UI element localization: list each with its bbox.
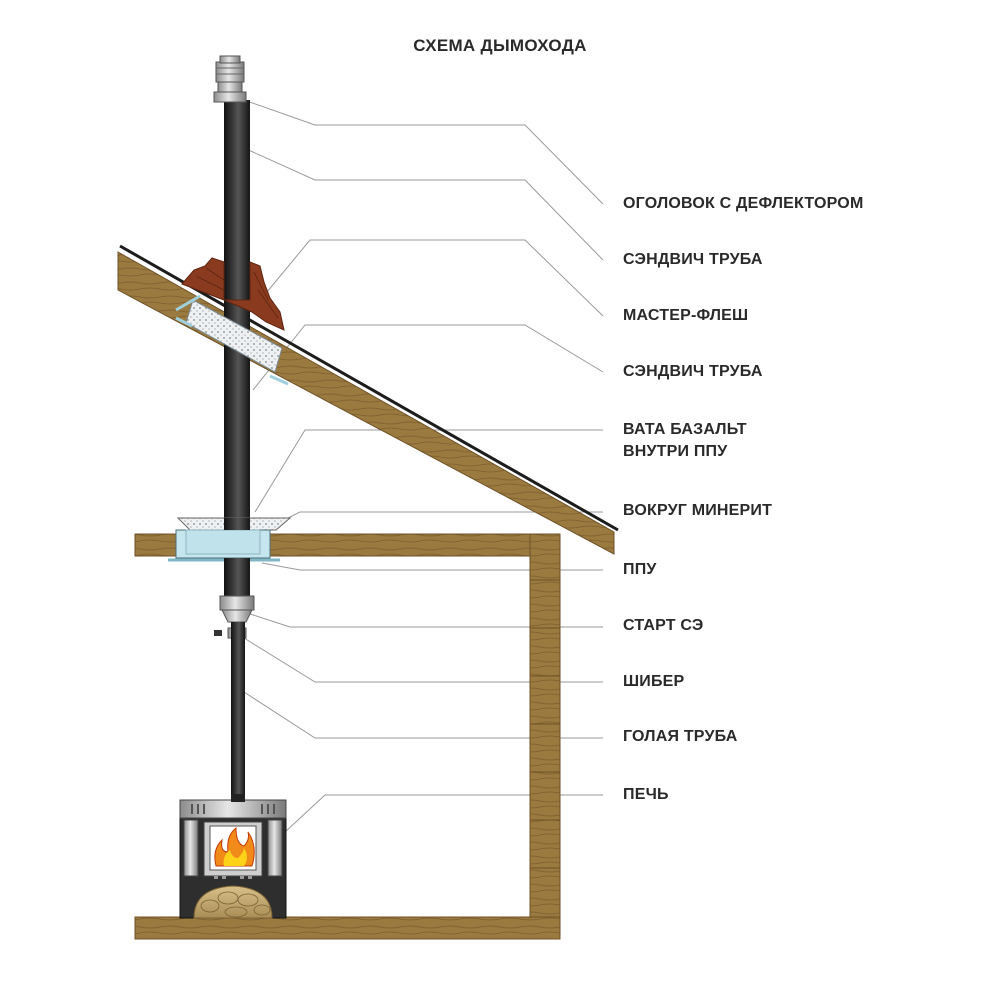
label-minerit: ВОКРУГ МИНЕРИТ <box>623 502 773 519</box>
label-ppu: ППУ <box>623 561 657 578</box>
label-master-flash: МАСТЕР-ФЛЕШ <box>623 307 749 324</box>
sandwich-pipe-upper <box>224 100 250 530</box>
roof-rafter <box>117 244 619 555</box>
label-stove: ПЕЧЬ <box>623 786 669 803</box>
label-bare-pipe: ГОЛАЯ ТРУБА <box>623 728 738 745</box>
label-sandwich-pipe-mid: СЭНДВИЧ ТРУБА <box>623 363 763 380</box>
bare-pipe <box>231 622 245 798</box>
deflector-head <box>213 55 247 103</box>
stove-stones <box>193 885 273 919</box>
roof-passthrough <box>175 294 289 386</box>
master-flash-folds <box>195 267 279 319</box>
label-deflector-head: ОГОЛОВОК С ДЕФЛЕКТОРОМ <box>623 195 864 212</box>
diagram-title: СХЕМА ДЫМОХОДА <box>413 36 587 55</box>
floor-beam <box>134 916 561 940</box>
sandwich-pipe-through-ceiling <box>224 518 250 530</box>
label-damper: ШИБЕР <box>623 673 685 690</box>
label-sandwich-pipe-top: СЭНДВИЧ ТРУБА <box>623 251 763 268</box>
sandwich-pipe-lower <box>224 558 250 598</box>
label-basalt-wool: ВАТА БАЗАЛЬТ <box>623 421 747 438</box>
label-inside-ppu: ВНУТРИ ППУ <box>623 443 728 460</box>
stove <box>179 794 287 919</box>
master-flash <box>181 257 285 331</box>
label-start-se: СТАРТ СЭ <box>623 617 704 634</box>
start-adapter <box>219 595 255 623</box>
wall-column <box>529 533 561 919</box>
